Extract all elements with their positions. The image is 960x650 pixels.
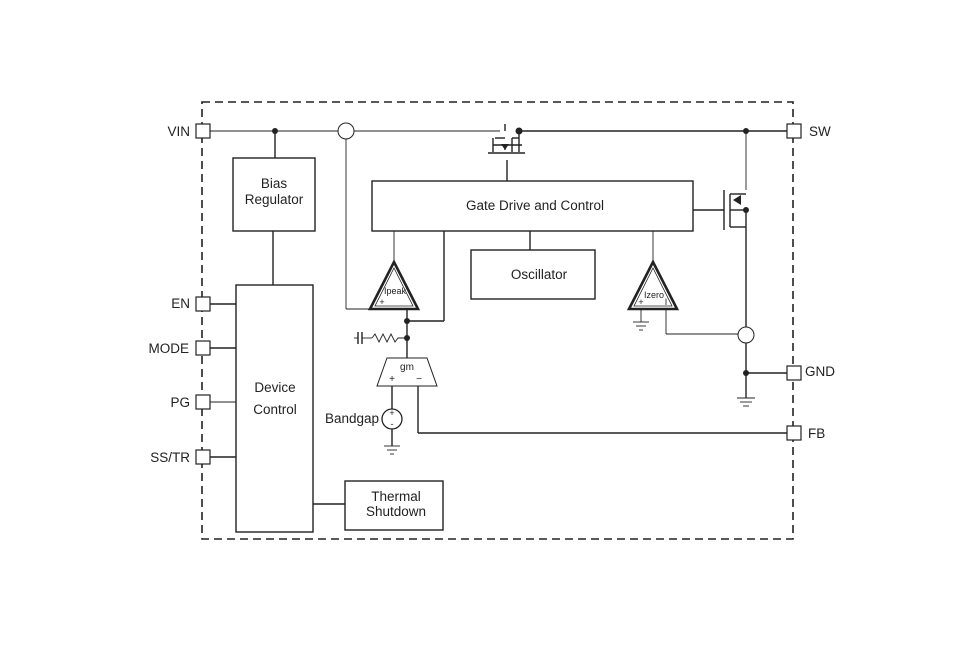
ic-boundary [201, 101, 794, 540]
pin-vin [195, 123, 211, 139]
comp-capacitor [357, 332, 363, 344]
thermal-shutdown-label-1: Thermal [371, 489, 421, 504]
pin-fb [786, 425, 802, 441]
pin-vin-label: VIN [167, 124, 190, 139]
low-side-mosfet [723, 190, 746, 230]
pin-en-label: EN [171, 296, 190, 311]
izero-comparator [626, 259, 680, 311]
gate-drive-block [371, 180, 694, 232]
device-control-label-2: Control [253, 402, 297, 417]
gm-plus: + [389, 374, 395, 385]
low-side-current-sense [737, 326, 755, 344]
bandgap-plus: + [389, 408, 394, 418]
ipeak-comparator [367, 259, 421, 311]
gm-minus: − [416, 374, 422, 385]
device-control-block [235, 284, 314, 533]
thermal-shutdown-block [344, 480, 444, 531]
ipeak-label: Ipeak [384, 286, 407, 296]
thermal-shutdown-label-2: Shutdown [366, 504, 426, 519]
oscillator-label: Oscillator [511, 267, 568, 282]
wires [210, 124, 787, 505]
pin-gnd [786, 365, 802, 381]
gm-label: gm [400, 362, 414, 373]
pin-sstr [195, 449, 211, 465]
gate-drive-label: Gate Drive and Control [466, 198, 604, 213]
izero-label: Izero [644, 290, 664, 300]
izero-plus: + [638, 297, 643, 307]
high-side-mosfet [488, 137, 525, 154]
bandgap-source [381, 408, 403, 430]
pin-pg [195, 394, 211, 410]
pin-mode [195, 340, 211, 356]
izero-minus: I [665, 297, 668, 307]
bias-regulator-label-2: Regulator [245, 192, 304, 207]
bias-regulator-label-1: Bias [261, 176, 288, 191]
vin-current-sense [337, 122, 355, 140]
pin-sw-label: SW [809, 124, 831, 139]
pin-sw [786, 123, 802, 139]
pin-sstr-label: SS/TR [150, 450, 190, 465]
ground-symbols [384, 308, 755, 455]
pin-fb-label: FB [808, 426, 825, 441]
bias-regulator-block [232, 157, 316, 232]
pin-gnd-label: GND [805, 364, 835, 379]
bandgap-minus: - [391, 419, 394, 429]
oscillator-block [470, 249, 596, 300]
bandgap-label: Bandgap [325, 411, 379, 426]
ipeak-plus: + [379, 297, 384, 307]
gm-amplifier [376, 357, 438, 387]
device-control-label-1: Device [254, 380, 295, 395]
pin-mode-label: MODE [149, 341, 190, 356]
pin-en [195, 296, 211, 312]
pin-pg-label: PG [170, 395, 190, 410]
